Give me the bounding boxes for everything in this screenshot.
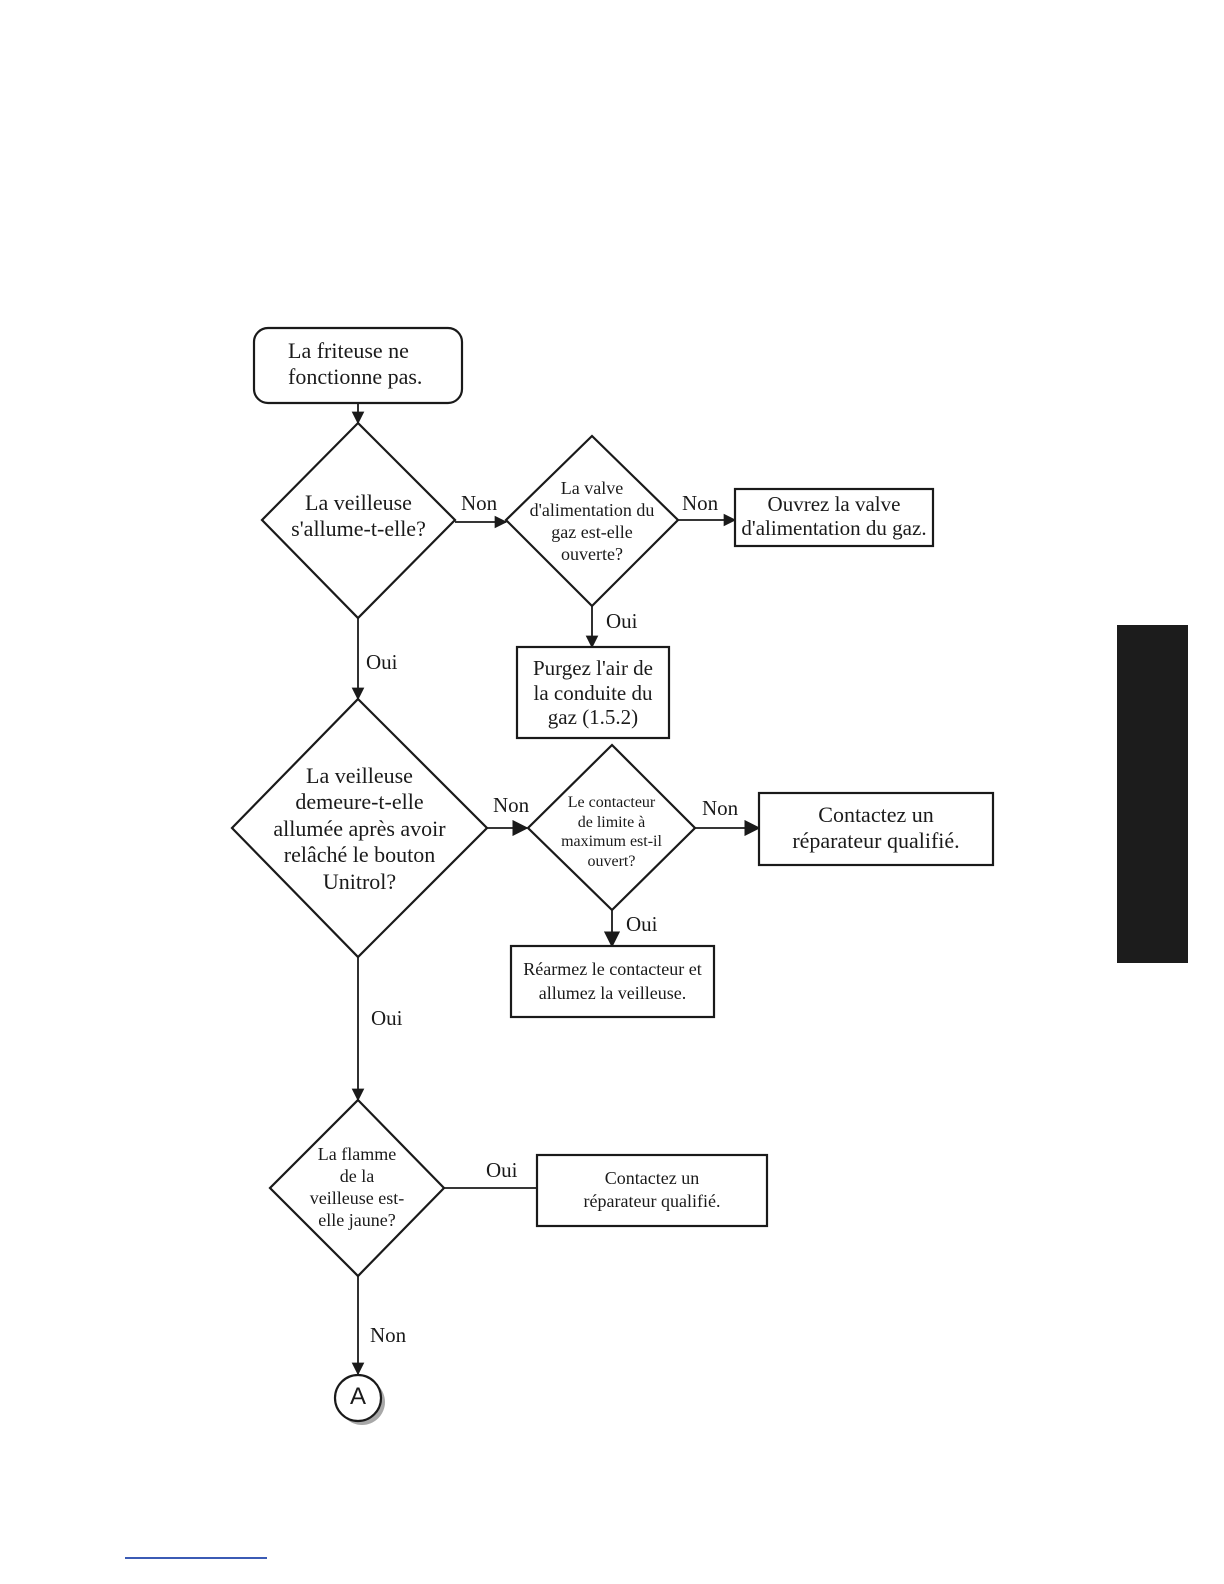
reset-switch-action: Réarmez le contacteur et allumez la veil… — [511, 958, 714, 1006]
purge-air-line-1: Purgez l'air de — [532, 656, 654, 680]
gas-valve-line-4: ouverte? — [561, 543, 623, 564]
pilot-lights-decision-shape — [260, 421, 457, 620]
pilot-stays-line-5: Unitrol? — [322, 868, 397, 894]
edge-label-valve-to-open: Non — [682, 491, 719, 515]
reset-switch-line-2: allumez la veilleuse. — [538, 982, 687, 1003]
high-limit-line-1: Le contacteur — [567, 794, 656, 811]
high-limit-line-4: ouvert? — [587, 852, 636, 870]
purge-air-action: Purgez l'air de la conduite du gaz (1.5.… — [517, 656, 669, 730]
reset-switch-box-shape — [509, 944, 716, 1019]
gas-valve-decision-shape — [504, 434, 680, 608]
high-limit-line-2: de limite à — [577, 813, 646, 831]
open-gas-valve-box-shape — [733, 487, 935, 548]
edge-label-flame-to-a: Non — [370, 1323, 407, 1347]
footer-rule — [125, 1557, 267, 1559]
edge-label-limit-to-reset: Oui — [626, 912, 658, 936]
connector-a-circle — [333, 1373, 383, 1423]
reset-switch-line-1: Réarmez le contacteur et — [523, 959, 702, 979]
pilot-stays-line-4: relâché le bouton — [283, 842, 436, 868]
start-label-line-1: La friteuse ne — [288, 338, 409, 363]
pilot-lights-line-2: s'allume-t-elle? — [291, 515, 426, 541]
edge-label-pilot-to-valve: Non — [461, 491, 498, 515]
open-gas-valve-line-1: Ouvrez la valve — [767, 492, 901, 516]
contact-technician-box-2-shape — [535, 1153, 769, 1228]
gas-valve-question: La valve d'alimentation du gaz est-elle … — [506, 478, 678, 566]
pilot-lights-line-1: La veilleuse — [305, 490, 412, 515]
pilot-stays-line-1: La veilleuse — [306, 763, 413, 788]
pilot-stays-line-2: demeure-t-elle — [295, 789, 424, 815]
purge-air-box-shape — [515, 645, 671, 740]
flame-yellow-line-1: La flamme — [317, 1144, 397, 1164]
high-limit-question: Le contacteur de limite à maximum est-il… — [528, 793, 695, 871]
pilot-stays-lit-question: La veilleuse demeure-t-elle allumée aprè… — [232, 763, 487, 895]
contact-technician-1-line-2: réparateur qualifié. — [792, 827, 960, 853]
open-gas-valve-action: Ouvrez la valve d'alimentation du gaz. — [735, 492, 933, 540]
section-thumb-tab — [1117, 625, 1188, 963]
gas-valve-line-2: d'alimentation du — [529, 499, 655, 520]
pilot-stays-lit-decision-shape — [230, 697, 489, 959]
pilot-lights-question: La veilleuse s'allume-t-elle? — [262, 490, 455, 542]
edge-label-flame-to-contact: Oui — [486, 1158, 518, 1182]
edge-label-valve-to-purge: Oui — [606, 609, 638, 633]
edge-label-pilot-to-stays: Oui — [366, 650, 398, 674]
start-terminator-shape — [252, 326, 464, 405]
flame-yellow-line-4: elle jaune? — [318, 1209, 396, 1230]
contact-technician-box-1-shape — [757, 791, 995, 867]
pilot-stays-line-3: allumée après avoir — [273, 815, 446, 841]
gas-valve-line-1: La valve — [560, 478, 624, 498]
high-limit-decision-shape — [526, 743, 697, 912]
flame-yellow-decision-shape — [268, 1098, 446, 1278]
contact-technician-2-line-1: Contactez un — [604, 1168, 700, 1188]
flame-yellow-line-3: veilleuse est- — [309, 1187, 405, 1208]
open-gas-valve-line-2: d'alimentation du gaz. — [741, 516, 927, 541]
purge-air-line-3: gaz (1.5.2) — [547, 705, 639, 730]
start-label-line-2: fonctionne pas. — [288, 363, 423, 389]
edge-label-limit-to-contact: Non — [702, 796, 739, 820]
start-label: La friteuse ne fonctionne pas. — [254, 338, 462, 390]
connector-a-label: A — [349, 1383, 366, 1410]
purge-air-line-2: la conduite du — [533, 680, 653, 705]
contact-technician-action-1: Contactez un réparateur qualifié. — [759, 802, 993, 854]
flame-yellow-line-2: de la — [339, 1165, 375, 1186]
edge-label-stays-to-limit: Non — [493, 793, 530, 817]
flame-yellow-question: La flamme de la veilleuse est- elle jaun… — [270, 1144, 444, 1232]
edge-label-stays-to-flame: Oui — [371, 1006, 403, 1030]
contact-technician-2-line-2: réparateur qualifié. — [583, 1191, 721, 1212]
gas-valve-line-3: gaz est-elle — [551, 521, 633, 542]
high-limit-line-3: maximum est-il — [561, 833, 662, 851]
contact-technician-action-2: Contactez un réparateur qualifié. — [537, 1167, 767, 1213]
contact-technician-1-line-1: Contactez un — [818, 802, 934, 827]
